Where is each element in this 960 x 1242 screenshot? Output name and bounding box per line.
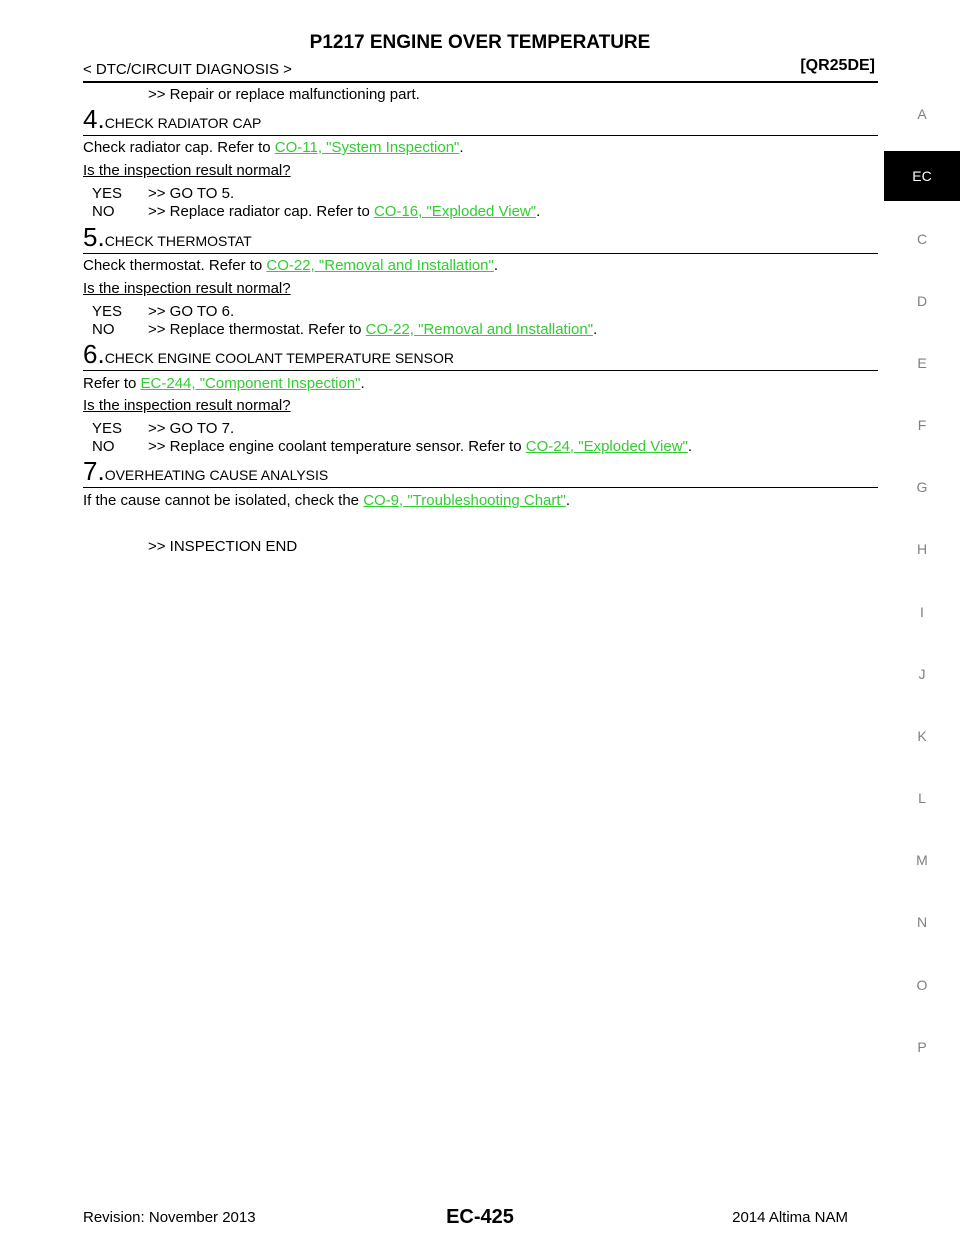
- model-name: 2014 Altima NAM: [732, 1209, 848, 1226]
- step-6-no-text: >> Replace engine coolant temperature se…: [148, 438, 692, 455]
- step-5-no-key: NO: [92, 321, 115, 338]
- step-number: 5.: [83, 222, 105, 252]
- sidebar-item-g[interactable]: G: [916, 479, 928, 495]
- no-text: >> Replace engine coolant temperature se…: [148, 438, 526, 455]
- page-title: P1217 ENGINE OVER TEMPERATURE: [309, 32, 651, 53]
- body-suffix: .: [493, 257, 499, 274]
- step-4-yes-key: YES: [92, 185, 123, 202]
- step-5-question: Is the inspection result normal?: [83, 280, 291, 297]
- step-4-no-key: NO: [92, 203, 115, 220]
- step-4-yes-text: >> GO TO 5.: [148, 185, 235, 202]
- no-suffix: .: [687, 438, 693, 455]
- step-title: OVERHEATING CAUSE ANALYSIS: [104, 467, 329, 483]
- sidebar-item-m[interactable]: M: [916, 852, 928, 868]
- sidebar-item-o[interactable]: O: [916, 977, 928, 993]
- sidebar-item-n[interactable]: N: [916, 914, 928, 930]
- body-suffix: .: [565, 492, 571, 509]
- page-number: EC-425: [446, 1206, 514, 1228]
- sidebar-item-j[interactable]: J: [918, 666, 926, 682]
- step-7-body: If the cause cannot be isolated, check t…: [83, 492, 570, 509]
- body-text: Check radiator cap. Refer to: [83, 139, 275, 156]
- step-4-body: Check radiator cap. Refer to CO-11, "Sys…: [83, 139, 464, 156]
- sidebar-item-ec[interactable]: EC: [884, 151, 960, 201]
- step-6-no-key: NO: [92, 438, 115, 455]
- body-text: If the cause cannot be isolated, check t…: [83, 492, 364, 509]
- step-4-no-text: >> Replace radiator cap. Refer to CO-16,…: [148, 203, 540, 220]
- sidebar-item-c[interactable]: C: [916, 231, 928, 247]
- link-ec-244[interactable]: EC-244, "Component Inspection": [140, 375, 361, 392]
- sidebar-item-e[interactable]: E: [917, 355, 927, 371]
- step-5-yes-text: >> GO TO 6.: [148, 303, 235, 320]
- link-co-16[interactable]: CO-16, "Exploded View": [373, 203, 537, 220]
- link-co-9[interactable]: CO-9, "Troubleshooting Chart": [363, 492, 566, 509]
- step-title: CHECK RADIATOR CAP: [104, 115, 262, 131]
- sidebar-item-l[interactable]: L: [918, 790, 926, 806]
- step-4-question: Is the inspection result normal?: [83, 162, 291, 179]
- step-5-no-text: >> Replace thermostat. Refer to CO-22, "…: [148, 321, 597, 338]
- step-5-body: Check thermostat. Refer to CO-22, "Remov…: [83, 257, 498, 274]
- body-suffix: .: [459, 139, 464, 156]
- step-title: CHECK ENGINE COOLANT TEMPERATURE SENSOR: [104, 350, 454, 366]
- step-title: CHECK THERMOSTAT: [104, 233, 252, 249]
- inspection-end: >> INSPECTION END: [148, 538, 298, 555]
- sidebar-item-d[interactable]: D: [916, 293, 928, 309]
- no-suffix: .: [593, 321, 598, 338]
- no-text: >> Replace thermostat. Refer to: [148, 321, 366, 338]
- body-suffix: .: [360, 375, 365, 392]
- sidebar-item-i[interactable]: I: [920, 604, 924, 620]
- step-7-rule: [83, 487, 878, 488]
- intro-line: >> Repair or replace malfunctioning part…: [148, 86, 420, 103]
- step-number: 7.: [83, 456, 105, 486]
- revision-date: Revision: November 2013: [83, 1209, 256, 1226]
- step-4-rule: [83, 135, 878, 136]
- link-co-24[interactable]: CO-24, "Exploded View": [525, 438, 688, 455]
- no-text: >> Replace radiator cap. Refer to: [148, 203, 374, 220]
- engine-code: [QR25DE]: [800, 57, 875, 74]
- step-6-rule: [83, 370, 878, 371]
- sidebar-active-label: EC: [912, 168, 932, 184]
- step-7-heading: 7.OVERHEATING CAUSE ANALYSIS: [83, 458, 328, 485]
- step-6-yes-text: >> GO TO 7.: [148, 420, 235, 437]
- link-co-22-no[interactable]: CO-22, "Removal and Installation": [365, 321, 594, 338]
- section-label: < DTC/CIRCUIT DIAGNOSIS >: [83, 61, 292, 78]
- sidebar-item-k[interactable]: K: [917, 728, 927, 744]
- step-5-yes-key: YES: [92, 303, 123, 320]
- step-6-yes-key: YES: [92, 420, 123, 437]
- step-5-rule: [83, 253, 878, 254]
- sidebar-item-f[interactable]: F: [917, 417, 927, 433]
- sidebar-item-h[interactable]: H: [916, 541, 928, 557]
- body-text: Refer to: [83, 375, 141, 392]
- no-suffix: .: [536, 203, 541, 220]
- step-5-heading: 5.CHECK THERMOSTAT: [83, 224, 252, 251]
- step-6-body: Refer to EC-244, "Component Inspection".: [83, 375, 365, 392]
- step-number: 4.: [83, 104, 105, 134]
- step-number: 6.: [83, 339, 105, 369]
- sidebar-item-p[interactable]: P: [917, 1039, 927, 1055]
- body-text: Check thermostat. Refer to: [83, 257, 267, 274]
- sidebar-item-a[interactable]: A: [917, 106, 927, 122]
- link-co-11[interactable]: CO-11, "System Inspection": [274, 139, 460, 156]
- header-rule: [83, 81, 878, 83]
- step-4-heading: 4.CHECK RADIATOR CAP: [83, 106, 261, 133]
- link-co-22[interactable]: CO-22, "Removal and Installation": [266, 257, 494, 274]
- step-6-heading: 6.CHECK ENGINE COOLANT TEMPERATURE SENSO…: [83, 341, 454, 368]
- step-6-question: Is the inspection result normal?: [83, 397, 291, 414]
